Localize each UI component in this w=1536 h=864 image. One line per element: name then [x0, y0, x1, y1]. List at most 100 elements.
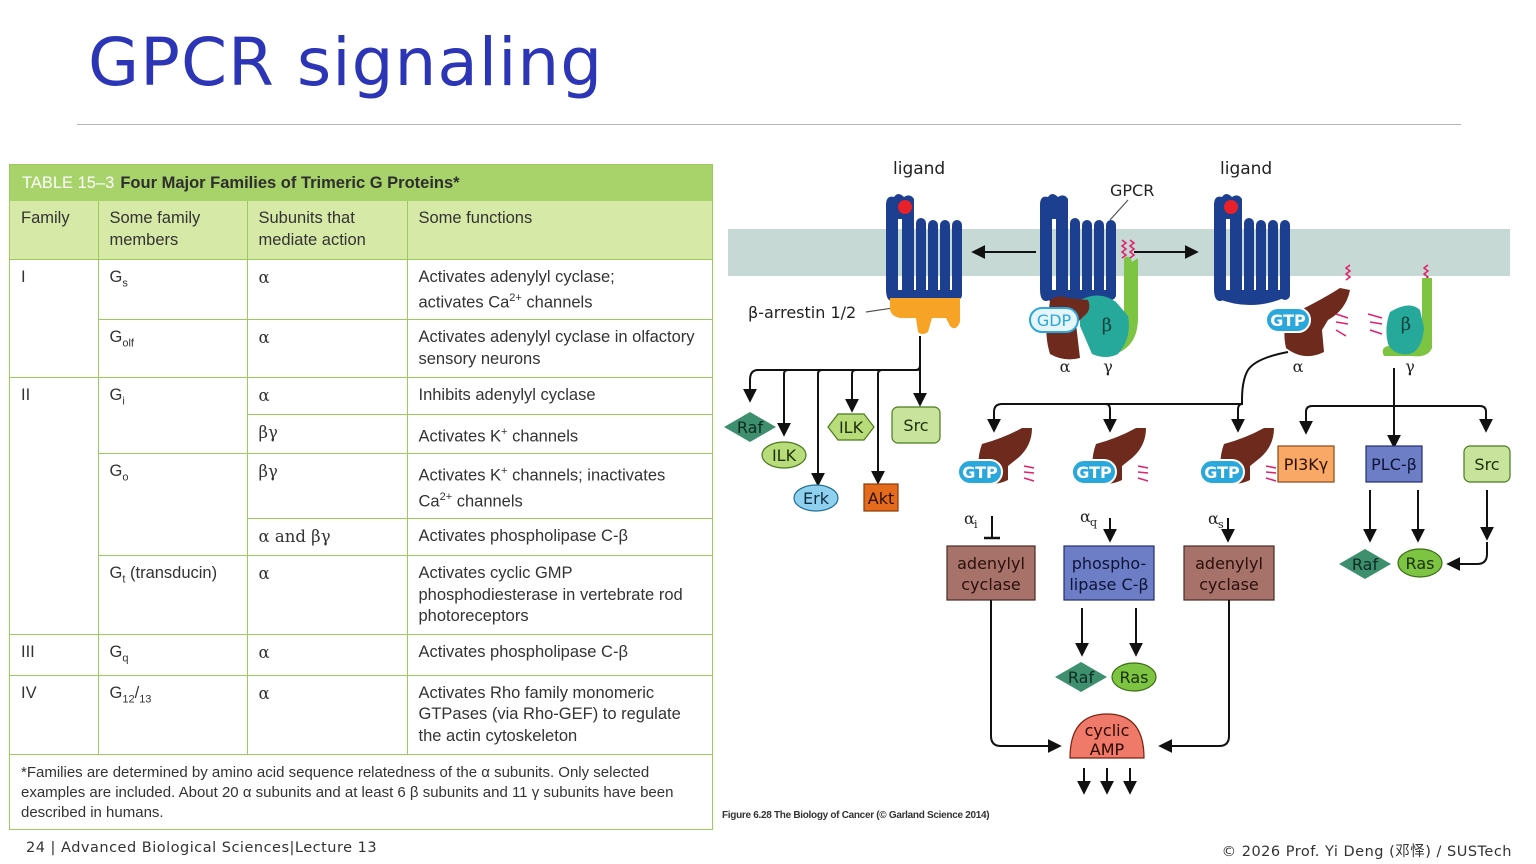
function-cell: Activates cyclic GMP phosphodiesterase i… — [407, 555, 712, 635]
beta-label-right: β — [1401, 314, 1411, 335]
member-cell: Gq — [98, 634, 248, 676]
gpcr-receptor-left — [886, 194, 962, 305]
svg-text:α: α — [1208, 509, 1219, 528]
svg-text:lipase C-β: lipase C-β — [1069, 575, 1148, 594]
subunit-cell: α and βγ — [247, 518, 408, 556]
subunit-cell: α — [247, 555, 408, 635]
svg-text:GTP: GTP — [1270, 311, 1306, 330]
svg-text:cyclic: cyclic — [1085, 721, 1130, 740]
table-row: III Gq α Activates phospholipase C-β — [10, 634, 712, 676]
function-cell: Activates K+ channels — [407, 414, 712, 454]
slide-title: GPCR signaling — [88, 24, 604, 101]
ras-node-plc: Ras — [1397, 548, 1443, 578]
adenylyl-cyclase-left: adenylyl cyclase — [946, 545, 1036, 601]
svg-text:Src: Src — [903, 416, 928, 435]
arrestin-branch — [743, 336, 921, 403]
ligand-left — [898, 200, 912, 214]
table-title: Four Major Families of Trimeric G Protei… — [120, 174, 460, 192]
member-cell: Go — [98, 453, 248, 556]
gtp-badge — [1265, 307, 1311, 333]
subunit-cell: α — [247, 259, 408, 320]
function-cell: Inhibits adenylyl cyclase — [407, 377, 712, 415]
svg-text:cyclase: cyclase — [961, 575, 1021, 594]
svg-text:PI3Kγ: PI3Kγ — [1284, 455, 1329, 474]
svg-text:α: α — [964, 509, 975, 528]
svg-text:AMP: AMP — [1090, 740, 1125, 759]
g-protein-trimer-center: GDP β α γ — [1029, 239, 1138, 376]
table-row: α and βγ Activates phospholipase C-β — [10, 518, 712, 556]
svg-text:Raf: Raf — [737, 418, 764, 437]
function-cell: Activates phospholipase C-β — [407, 634, 712, 676]
svg-text:ILK: ILK — [772, 446, 797, 465]
akt-node: Akt — [863, 483, 899, 512]
member-cell: Golf — [98, 319, 248, 378]
col-header-functions: Some functions — [407, 201, 712, 260]
arrestin-label: β-arrestin 1/2 — [748, 303, 856, 322]
function-cell: Activates adenylyl cyclase in olfactory … — [407, 319, 712, 378]
table-row: I Gs α Activates adenylyl cyclase;activa… — [10, 259, 712, 378]
svg-text:Akt: Akt — [868, 489, 894, 508]
subunit-cell: βγ — [247, 414, 408, 454]
member-cell: Gt (transducin) — [98, 555, 248, 635]
alpha-i-gtp: GTP α i — [957, 428, 1035, 531]
table-label: TABLE 15–3 — [22, 174, 115, 192]
family-cell: IV — [10, 675, 99, 755]
ras-node-center: Ras — [1111, 662, 1157, 692]
gpcr-pointer — [1109, 199, 1129, 221]
arrow-ac-right-to-camp — [1158, 600, 1230, 753]
beta-gamma-branch — [1299, 368, 1395, 435]
family-cell: I — [10, 259, 99, 378]
beta-label-center: β — [1102, 315, 1112, 336]
gamma-label-right: γ — [1405, 357, 1415, 376]
gpcr-receptor-center — [1040, 194, 1116, 305]
pi3k-node: PI3Kγ — [1277, 445, 1335, 483]
subunit-cell: βγ — [247, 453, 408, 519]
table-header-row: Family Some family members Subunits that… — [10, 201, 712, 260]
svg-text:s: s — [1218, 518, 1224, 531]
svg-text:Raf: Raf — [1068, 668, 1095, 687]
alpha-q-gtp: GTP α q — [1071, 428, 1149, 529]
svg-text:Raf: Raf — [1352, 555, 1379, 574]
svg-text:adenylyl: adenylyl — [1195, 554, 1263, 573]
subunit-cell: α — [247, 377, 408, 415]
plcb-node: PLC-β — [1365, 445, 1423, 483]
subunit-cell: α — [247, 634, 408, 676]
svg-text:GDP: GDP — [1037, 311, 1072, 330]
member-cell: Gi — [98, 377, 248, 454]
src-node-arrestin: Src — [891, 406, 941, 444]
svg-text:cyclase: cyclase — [1199, 575, 1259, 594]
ligand-label-right: ligand — [1220, 159, 1272, 179]
figure-caption: Figure 6.28 The Biology of Cancer (© Gar… — [722, 810, 990, 821]
svg-text:PLC-β: PLC-β — [1371, 455, 1417, 474]
alpha-branch — [987, 351, 1289, 433]
subunit-cell: α — [247, 675, 408, 755]
gpcr-receptor-right — [1214, 194, 1290, 305]
gpcr-pathway-diagram: ligand ligand GPCR β-arrestin 1/2 GDP β … — [718, 150, 1528, 830]
svg-text:q: q — [1090, 516, 1097, 529]
alpha-label-center: α — [1060, 357, 1071, 376]
svg-text:Ras: Ras — [1406, 554, 1435, 573]
footer-copyright: © 2026 Prof. Yi Deng (邓怿) / SUSTech — [1221, 844, 1512, 860]
table-row: II Gi α Inhibits adenylyl cyclase — [10, 377, 712, 635]
g-beta-gamma-right: β γ — [1367, 264, 1432, 376]
svg-text:i: i — [974, 518, 978, 531]
cell-membrane — [728, 229, 1510, 276]
svg-text:ILK: ILK — [839, 418, 864, 437]
alpha-label-right: α — [1293, 357, 1304, 376]
gamma-label-center: γ — [1103, 357, 1113, 376]
function-cell: Activates Rho family monomeric GTPases (… — [407, 675, 712, 755]
function-cell: Activates phospholipase C-β — [407, 518, 712, 556]
svg-text:Erk: Erk — [803, 489, 830, 508]
footer-lecture: 24 | Advanced Biological Sciences|Lectur… — [26, 840, 378, 856]
table-row: Go βγ Activates K+ channels; inactivates… — [10, 453, 712, 556]
col-header-subunits: Subunits that mediate action — [247, 201, 408, 260]
table-row: IV G12/13 α Activates Rho family monomer… — [10, 675, 712, 755]
arrestin-pointer — [865, 307, 894, 313]
raf-node-center: Raf — [1055, 662, 1107, 692]
erk-node: Erk — [793, 484, 839, 512]
svg-text:GTP: GTP — [1076, 463, 1112, 482]
src-node-gbg: Src — [1463, 445, 1511, 483]
arrow-ac-left-to-camp — [990, 600, 1062, 753]
adenylyl-cyclase-right: adenylyl cyclase — [1183, 545, 1275, 601]
